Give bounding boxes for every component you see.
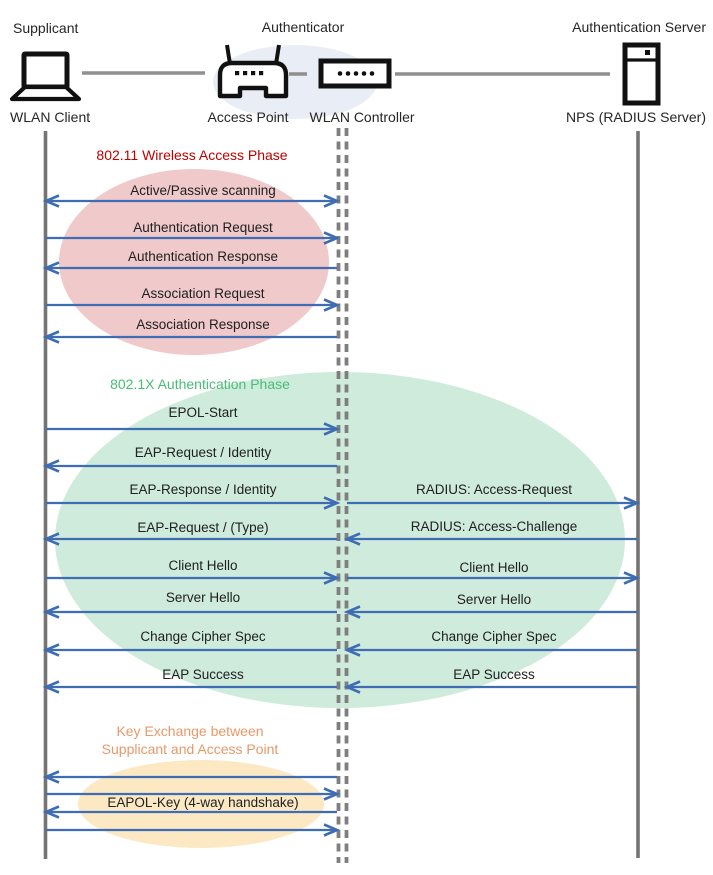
role-authenticator: Authenticator: [261, 19, 345, 35]
arrowhead: [42, 643, 60, 657]
arrowhead: [42, 770, 60, 784]
arrowhead: [323, 571, 341, 585]
arrowhead: [343, 605, 361, 619]
node-label-access-point: Access Point: [207, 109, 289, 125]
arrowhead: [323, 298, 341, 312]
arrowhead: [42, 805, 60, 819]
message-label: Authentication Request: [133, 220, 273, 235]
arrowhead: [343, 680, 361, 694]
role-authentication-server: Authentication Server: [572, 19, 706, 35]
message-label: Client Hello: [459, 560, 529, 575]
message-label: Server Hello: [165, 590, 241, 605]
message-label: EAP-Request / Identity: [134, 445, 272, 460]
phase1-title: 802.11 Wireless Access Phase: [96, 147, 288, 163]
lifeline-authenticator: [336, 128, 349, 863]
controller-led-dots: [337, 71, 375, 76]
phase3-ellipse: [78, 760, 324, 848]
phase2-title: 802.1X Authentication Phase: [110, 376, 290, 392]
message-label: Association Response: [136, 317, 270, 332]
arrowhead: [42, 680, 60, 694]
server-icon: [622, 42, 661, 106]
message-label: RADIUS: Access-Challenge: [410, 519, 578, 534]
phase3-title: Key Exchange between Supplicant and Acce…: [101, 723, 279, 757]
role-supplicant: Supplicant: [13, 20, 79, 36]
phase1-ellipse: [59, 169, 329, 355]
message-label: Client Hello: [168, 558, 238, 573]
node-label-nps: NPS (RADIUS Server): [565, 109, 707, 125]
message-label: EAPOL-Key (4-way handshake): [107, 795, 299, 810]
access-point-icon: [217, 44, 289, 99]
arrowhead: [623, 496, 641, 510]
arrowhead: [323, 823, 341, 837]
arrowhead: [343, 532, 361, 546]
arrowhead: [42, 532, 60, 546]
arrowhead: [323, 194, 341, 208]
message-label: Change Cipher Spec: [140, 629, 266, 644]
message-label: EAP Success: [162, 667, 244, 682]
arrowhead: [623, 571, 641, 585]
access-point-led-dots: [235, 71, 264, 76]
arrowhead: [42, 194, 60, 208]
device-connectors: [82, 71, 610, 76]
arrowhead: [323, 787, 341, 801]
arrowhead: [42, 330, 60, 344]
arrowhead: [323, 496, 341, 510]
arrowhead: [42, 605, 60, 619]
message-label: Server Hello: [456, 592, 532, 607]
arrowhead: [323, 231, 341, 245]
message-label: Authentication Response: [127, 249, 279, 264]
message-label: RADIUS: Access-Request: [415, 482, 573, 497]
arrowhead: [42, 459, 60, 473]
message-label: EPOL-Start: [168, 405, 238, 420]
message-label: EAP-Request / (Type): [137, 520, 269, 535]
message-label: EAP Success: [453, 667, 535, 682]
message-label: Association Request: [141, 286, 265, 301]
arrowhead: [323, 422, 341, 436]
wlan-controller-icon: [318, 58, 392, 89]
node-label-wlan-controller: WLAN Controller: [309, 109, 415, 125]
message-label: EAP-Response / Identity: [129, 482, 277, 497]
message-label: Change Cipher Spec: [431, 629, 557, 644]
message-label: Active/Passive scanning: [130, 183, 276, 198]
arrowhead: [42, 261, 60, 275]
node-label-wlan-client: WLAN Client: [10, 109, 91, 125]
arrowhead: [343, 643, 361, 657]
message-arrows: [42, 194, 641, 837]
laptop-icon: [9, 51, 82, 102]
